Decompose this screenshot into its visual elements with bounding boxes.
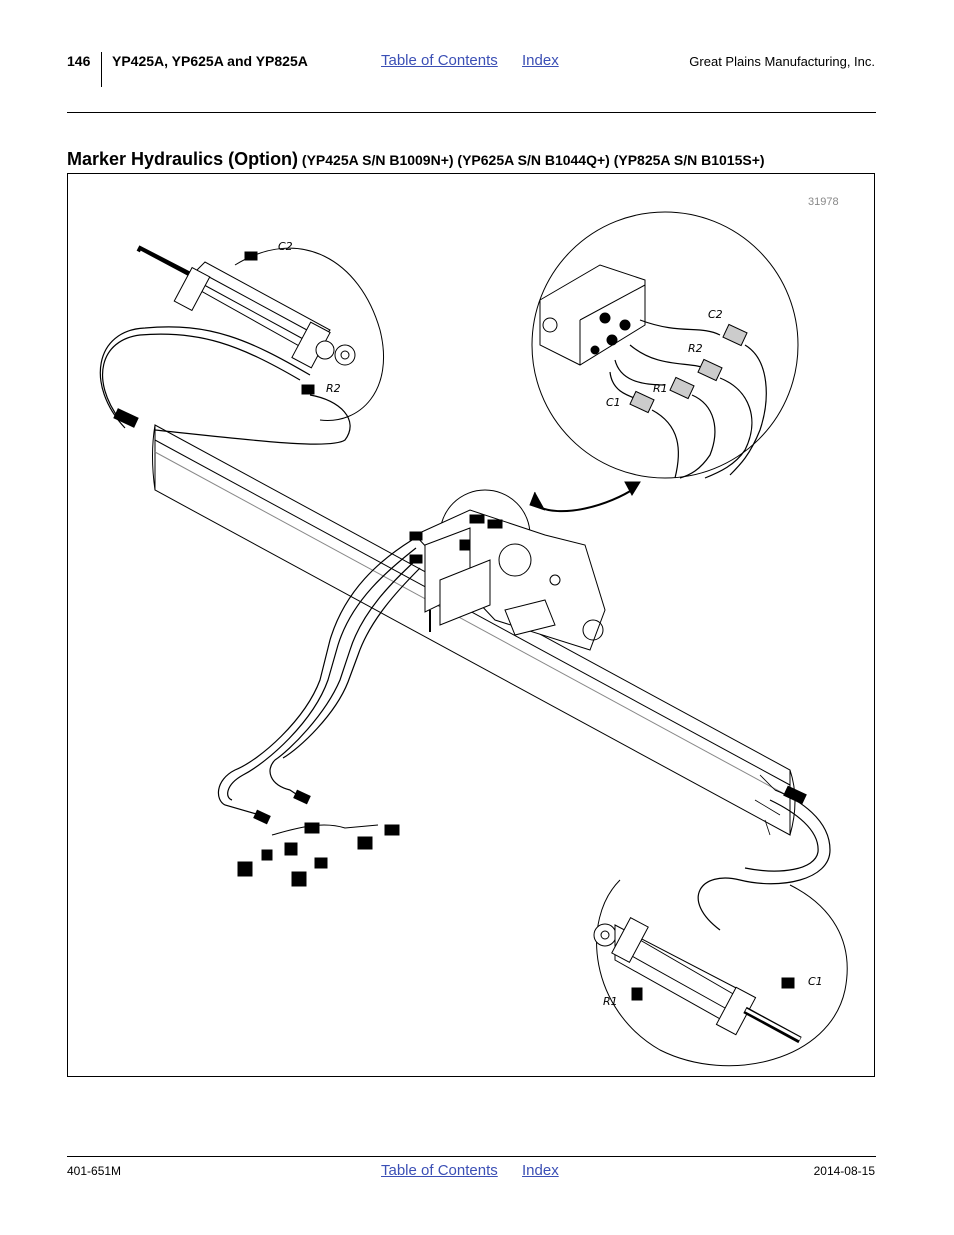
header-index-link[interactable]: Index [522,52,559,69]
label-c2-detail: C2 [708,308,723,321]
tee-fittings [237,822,400,887]
figure-frame [67,173,875,1077]
label-r1-bottom: R1 [603,995,618,1008]
figure-number: 31978 [808,196,839,208]
hydraulic-diagram: C2 R2 C2 R2 R1 C1 [99,211,848,1067]
bottom-cylinder-detail: C1 R1 [593,785,848,1067]
section-title-main: Marker Hydraulics (Option) [67,149,299,169]
model-heading: YP425A, YP625A and YP825A [112,53,308,69]
page-number: 146 [67,53,91,69]
header-rule [67,112,876,113]
document-number: 401-651M [67,1164,122,1178]
supply-hoses [217,539,421,825]
label-c2-top: C2 [278,240,293,253]
label-r2-detail: R2 [688,342,703,355]
left-hose-loop [99,326,351,445]
footer-toc-link[interactable]: Table of Contents [381,1162,498,1179]
toolbar-beam [152,424,796,836]
valve-mount [409,489,606,651]
label-r1-detail: R1 [653,382,668,395]
valve-detail-bubble: C2 R2 R1 C1 [531,211,799,479]
section-title-serials: (YP425A S/N B1009N+) (YP625A S/N B1044Q+… [298,152,765,168]
top-cylinder-detail: C2 R2 [136,240,385,421]
label-r2-top: R2 [326,382,341,395]
footer-rule [67,1156,876,1157]
label-c1-detail: C1 [606,396,621,409]
label-c1-bottom: C1 [808,975,823,988]
header-toc-link[interactable]: Table of Contents [381,52,498,69]
section-title: Marker Hydraulics (Option) (YP425A S/N B… [67,149,765,170]
detail-arrow [529,481,641,513]
company-name: Great Plains Manufacturing, Inc. [689,54,875,69]
footer-index-link[interactable]: Index [522,1162,559,1179]
publication-date: 2014-08-15 [813,1164,875,1178]
header-divider [101,52,102,87]
